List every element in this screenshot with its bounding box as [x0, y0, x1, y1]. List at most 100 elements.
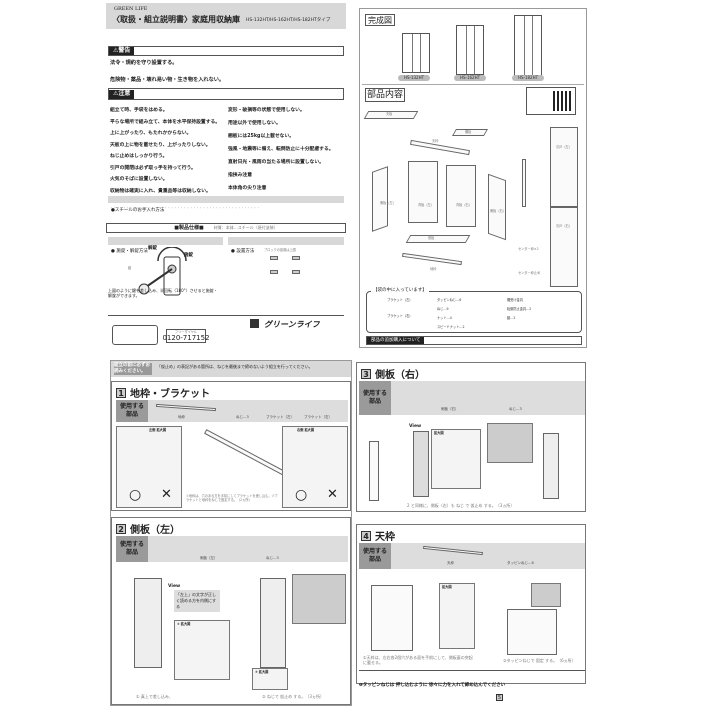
view-label: View — [168, 584, 181, 589]
step-caption: ②タッピンねじで 固定 する。（6ヵ所） — [503, 658, 576, 663]
safety-page: GREEN LIFE 〈取扱・組立説明書〉家庭用収納庫 HS-132HT/HS-… — [106, 2, 346, 348]
door-right — [550, 207, 578, 287]
complete-title: 完成図 — [365, 14, 395, 26]
step-title: 天枠 — [375, 532, 395, 543]
parts-used-label: 使用する部品 — [359, 381, 391, 415]
part-label: 底板 — [428, 236, 435, 240]
caution-badge: ⚠注意 — [109, 90, 135, 99]
spec-heading: ■製品仕様■ — [174, 225, 204, 231]
part-label: 引戸（左） — [556, 145, 572, 149]
side-panel-shape — [369, 441, 379, 501]
part-shape — [522, 159, 526, 207]
step-number: 2 — [116, 523, 126, 534]
side-panel-shape — [543, 433, 559, 499]
step-title: 側板（右） — [375, 370, 425, 381]
part-label: 背板（左） — [418, 203, 434, 207]
step-caption: ① 真上で差し込み、 — [136, 694, 173, 699]
part-label: 側板（左） — [380, 201, 396, 205]
step-note: 「左上」の文字が正しく読める方を内側にする — [174, 590, 220, 612]
caution-item: 直射日光・風雨の当たる場所に設置しない。 — [228, 160, 324, 165]
part-label: 側板（右） — [490, 209, 506, 213]
cabinet-frame-shape — [371, 585, 413, 651]
top-view-panel — [292, 574, 346, 624]
bag-item: 転倒防止金具…2 — [507, 307, 532, 311]
part-label: 地枠 — [178, 415, 185, 419]
parts-used-bar: 使用する部品 側板（右） ねじ…3 — [359, 381, 585, 415]
side-panel-shape — [413, 431, 429, 497]
part-label: ねじ…3 — [266, 556, 279, 560]
step-title: 地枠・ブラケット — [130, 389, 210, 400]
unlock-label: 解錠 — [148, 246, 157, 251]
caution-item: 平らな場所で組み立て、本体を水平保持設置する。 — [110, 119, 221, 125]
tip-text: ❶タッピンねじは 押し込むように 徐々に力を入れて締め込んでください — [359, 683, 506, 688]
caution-item: 組立て時、手袋をはめる。 — [110, 108, 168, 113]
caution-item: 火気のそばに設置しない。 — [110, 177, 168, 182]
side-panel-shape — [134, 578, 162, 668]
steps-page-left: 組立の前に必ずお読みください。 「仮止め」の表記がある箇所は、ねじを最後まで締め… — [110, 360, 352, 706]
lock-label: 施錠 — [184, 253, 193, 258]
model-label: HS-162HT — [454, 75, 486, 81]
bag-item: スピードナット…2 — [437, 325, 465, 329]
zoom-label: ② 拡大図 — [255, 670, 269, 674]
part-label: ねじ…3 — [236, 415, 249, 419]
parts-used-bar: 使用する部品 地枠 ねじ…3 ブラケット（左） ブラケット（右） — [116, 400, 348, 422]
part-label: 天枠 — [432, 139, 439, 143]
step-caption: ①地枠は、穴のある方を手前にしてブラケットを差し込む。②ブラケットと地枠をねじで… — [186, 494, 278, 502]
install-heading-band: ● 設置方法 — [228, 237, 344, 254]
part-label: ブラケット（右） — [304, 415, 332, 419]
step-caption: ①天枠は、左右各2個穴がある面を手前にして、側板裏の突起に載せる。 — [363, 655, 473, 665]
key-label: 鍵 — [128, 266, 132, 270]
care-text-placeholder: ・・・・・・・・・・・・・・・・・・・・・・・・・・・・・・・・・・・・・・・・… — [110, 206, 260, 210]
cabinet-drawing — [402, 33, 430, 73]
cabinet-drawing — [456, 25, 484, 75]
manual-title: 〈取扱・組立説明書〉家庭用収納庫 — [112, 15, 240, 24]
caution-bar: ⚠注意 — [108, 88, 344, 100]
bag-item: ブラケット（右） — [387, 314, 413, 318]
part-label: 側板（左） — [200, 556, 218, 560]
part-label: 天枠 — [447, 561, 454, 565]
model-label: HS-182HT — [512, 75, 544, 81]
part-label: ねじ…3 — [509, 407, 522, 411]
zoom-label: 左側 拡大図 — [149, 428, 167, 432]
qr-code-icon — [553, 91, 573, 111]
part-shape — [488, 173, 506, 241]
warning-bar: ⚠警告 — [108, 46, 344, 56]
step-caption: ② ねじで 仮止め する。（3ヵ所） — [262, 694, 324, 699]
parts-used-label: 使用する部品 — [116, 536, 148, 562]
part-label: 地枠 — [430, 267, 437, 271]
caution-item: 収納物は確実に入れ、貴重品等は収納しない。 — [110, 188, 211, 194]
spec-box: ■製品仕様■ 材質：本体…スチール（焼付塗装） — [106, 223, 346, 233]
zoom-label: ① 拡大図 — [177, 622, 191, 626]
title-band: GREEN LIFE 〈取扱・組立説明書〉家庭用収納庫 HS-132HT/HS-… — [106, 3, 346, 29]
step-number: 3 — [361, 368, 371, 379]
warning-item: 危険物・薬品・壊れ易い物・生き物を入れない。 — [110, 77, 225, 83]
part-shape — [410, 139, 470, 156]
divider — [108, 315, 344, 316]
warning-badge: ⚠警告 — [109, 47, 135, 55]
brand: GREEN LIFE — [114, 6, 148, 12]
zoom-panel-2: ② 拡大図 — [252, 668, 288, 690]
view-panel — [487, 423, 533, 463]
qr-box — [526, 87, 576, 115]
part-shape — [372, 166, 388, 232]
notice-band: 組立の前に必ずお読みください。 「仮止め」の表記がある箇所は、ねじを最後まで締め… — [111, 361, 351, 377]
side-panel-shape — [260, 578, 286, 668]
part-shape — [446, 165, 476, 227]
view-label: View — [409, 424, 422, 429]
block-shape — [270, 256, 278, 260]
cabinet-drawing — [514, 15, 542, 77]
notice-label: 組立の前に必ずお読みください。 — [114, 363, 152, 375]
correct-mark-icon: ○ — [129, 487, 142, 503]
model-list: HS-132HT/HS-162HT/HS-182HTタイプ — [246, 18, 331, 23]
base-frame-shape — [204, 429, 286, 476]
zoom-label: 右側 拡大図 — [297, 428, 315, 432]
part-shape — [155, 403, 217, 412]
part-shape — [405, 235, 471, 243]
part-label: センター枠止め — [518, 271, 541, 275]
lock-heading: ● 施錠・解錠方法 — [111, 249, 148, 254]
parts-used-bar: 使用する部品 天枠 タッピンねじ…6 — [359, 543, 585, 569]
model-label: HS-132HT — [398, 75, 430, 81]
